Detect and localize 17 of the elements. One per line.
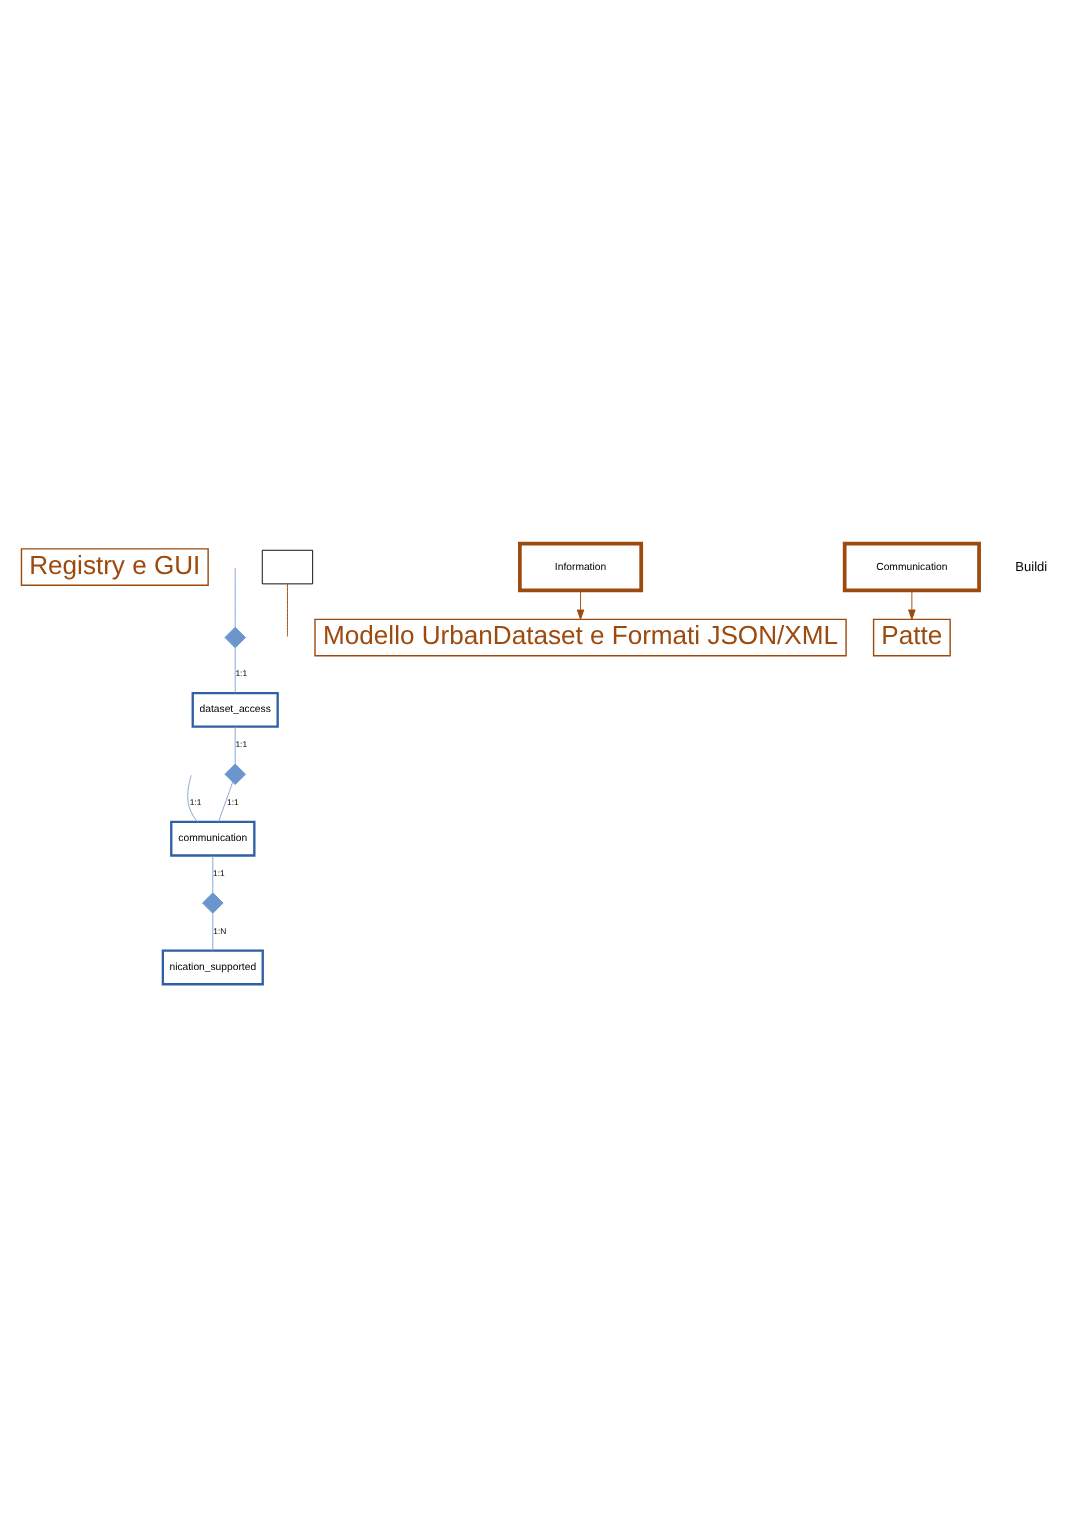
node-box [261, 549, 314, 585]
connector [187, 774, 198, 823]
connector [287, 583, 288, 637]
node-box: Modello UrbanDataset e Formati JSON/XML [314, 618, 847, 657]
connector [234, 726, 236, 765]
connector [234, 567, 236, 628]
connector [212, 913, 214, 952]
connector [218, 781, 234, 823]
node-box: Patte [872, 618, 951, 657]
arrow [576, 590, 585, 620]
connector [234, 647, 236, 694]
node-diamond [224, 626, 246, 649]
node-box: Registry e GUI [20, 548, 209, 586]
node-diamond [224, 763, 246, 785]
node-diamond [202, 892, 224, 914]
connector [212, 855, 214, 894]
arrow [908, 590, 916, 620]
